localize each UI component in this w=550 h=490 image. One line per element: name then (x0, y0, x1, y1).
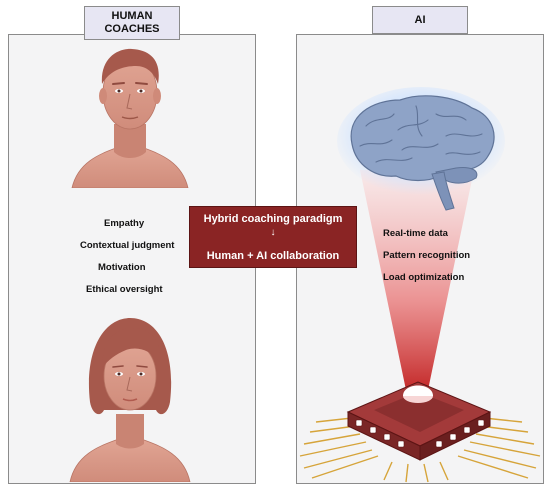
brain-icon (337, 87, 505, 211)
hybrid-coaching-title: Hybrid coaching paradigm (203, 213, 343, 225)
ai-header: AI (372, 6, 468, 34)
male-face-icon (71, 48, 189, 188)
light-beam-icon (360, 170, 474, 390)
trait-contextual-judgment: Contextual judgment (80, 240, 175, 251)
ai-header-text: AI (414, 13, 426, 26)
trait-motivation: Motivation (98, 262, 146, 273)
human-coaches-header: HUMAN COACHES (84, 6, 180, 40)
collaboration-subtitle: Human + AI collaboration (206, 250, 340, 262)
female-face-icon (69, 318, 191, 482)
feature-load-optimization: Load optimization (383, 272, 465, 283)
chip-icon (299, 381, 541, 483)
down-arrow-icon: ↓ (270, 227, 276, 238)
trait-empathy: Empathy (104, 218, 145, 229)
feature-pattern-recognition: Pattern recognition (383, 250, 471, 261)
human-coaches-header-text: HUMAN COACHES (104, 10, 160, 35)
hybrid-coaching-box: Hybrid coaching paradigm ↓ Human + AI co… (189, 206, 357, 268)
trait-ethical-oversight: Ethical oversight (86, 284, 163, 295)
feature-real-time-data: Real-time data (383, 228, 448, 239)
